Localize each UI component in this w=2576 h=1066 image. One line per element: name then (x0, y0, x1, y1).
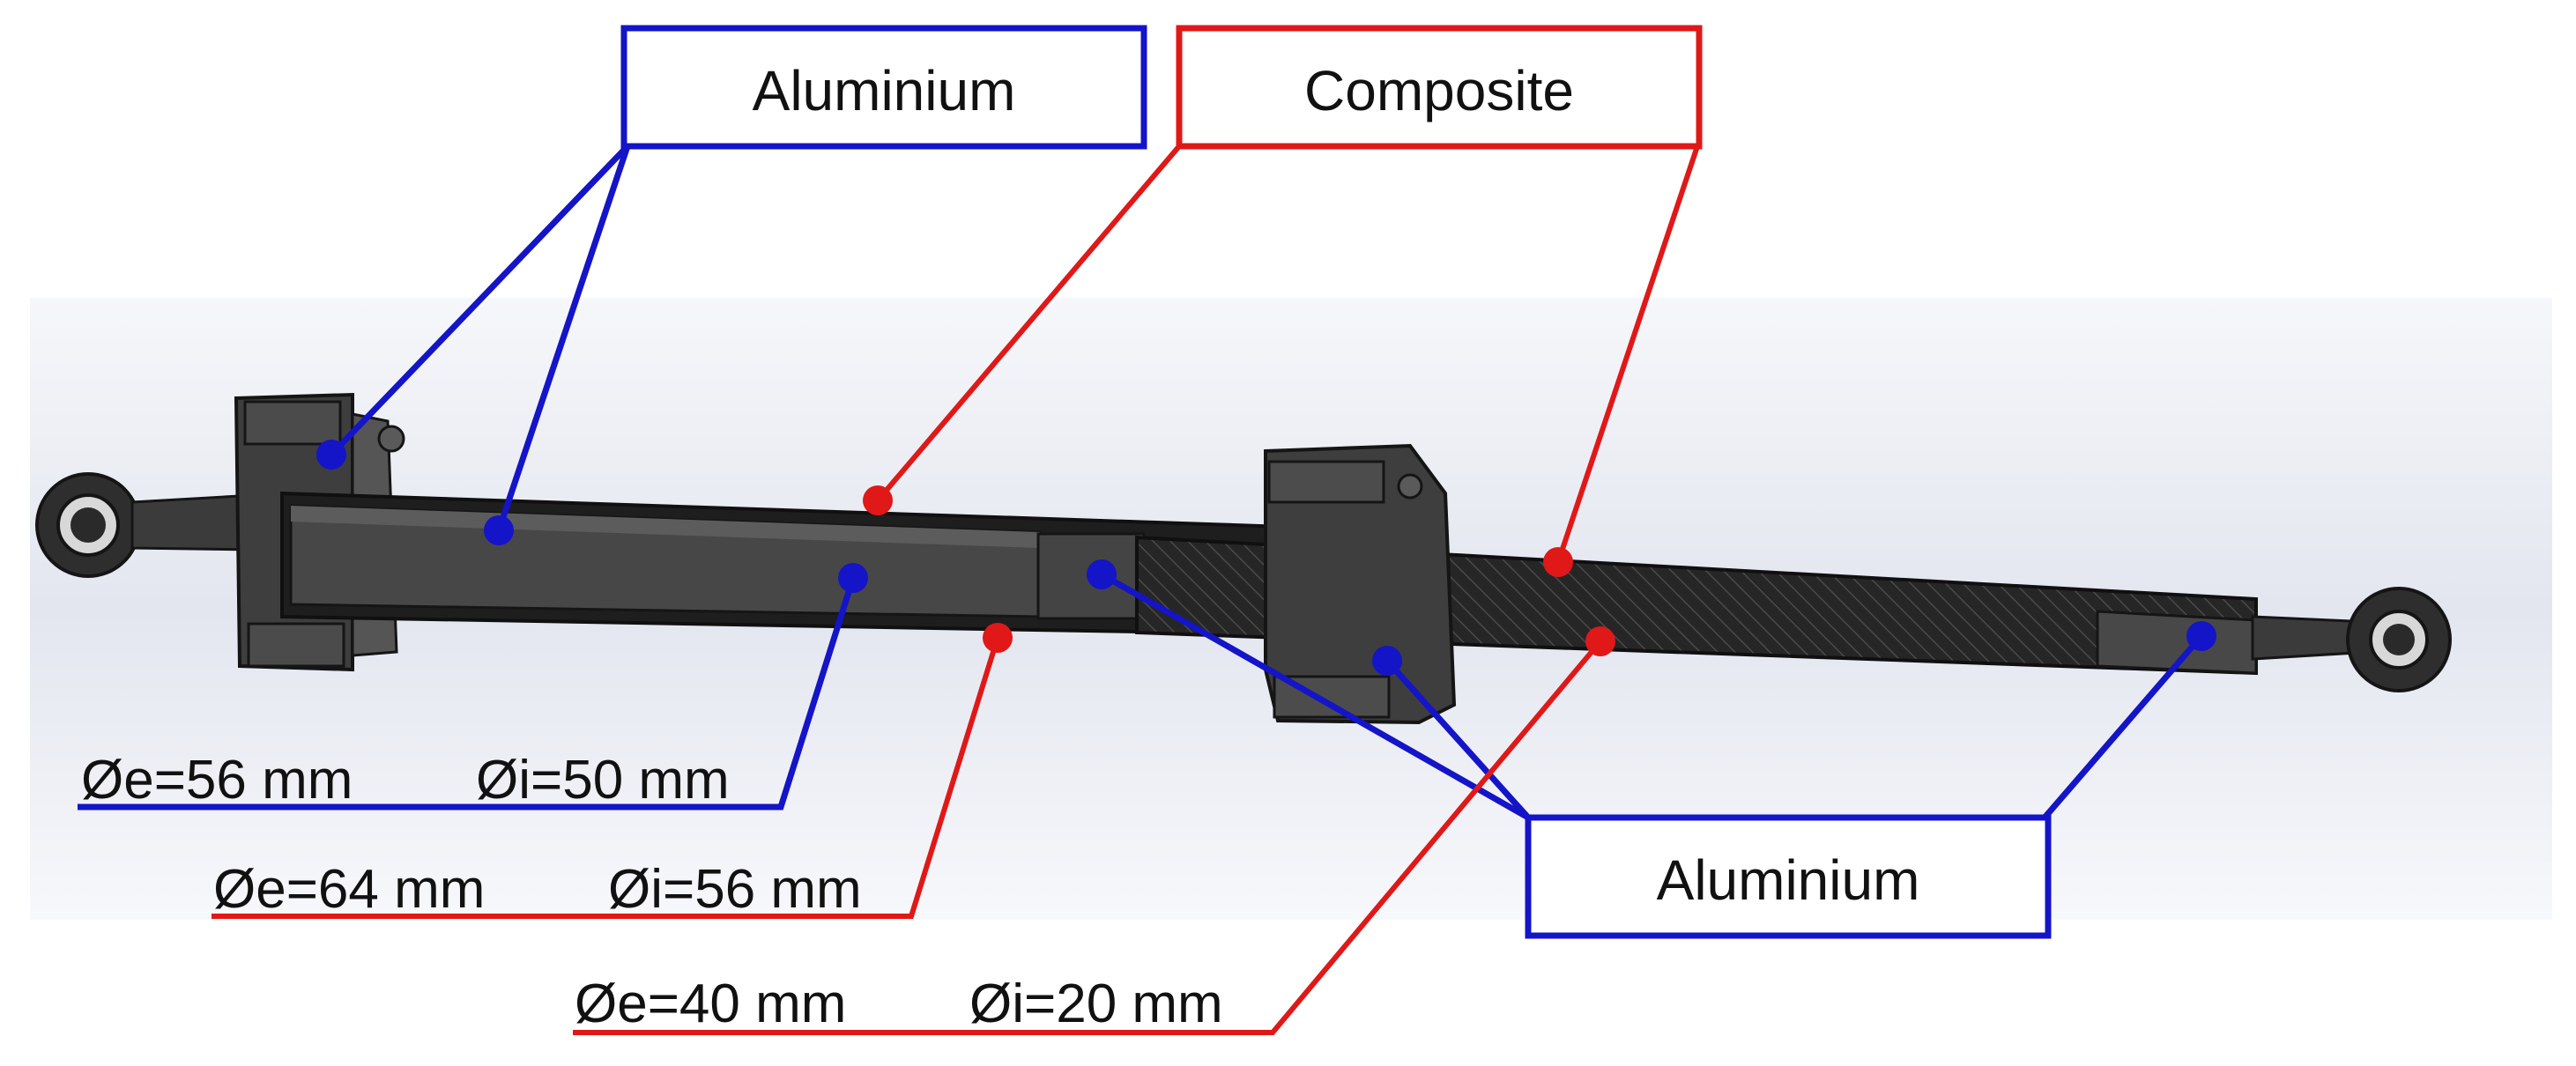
left-rod-end (35, 472, 257, 578)
aluminium-top-label: Aluminium (620, 25, 1147, 150)
aluminium-bottom-label: Aluminium (1525, 814, 2052, 939)
composite-top-label: Composite (1176, 25, 1703, 150)
right-aluminium-end (2096, 610, 2258, 675)
dim-1-outer: Øe=56 mm (81, 750, 353, 811)
composite-top-text: Composite (1304, 59, 1574, 122)
composite-leaders (212, 144, 1700, 1035)
dim-2-inner: Øi=56 mm (608, 859, 862, 920)
dim-2-outer: Øe=64 mm (213, 859, 485, 920)
strut-assembly (35, 392, 2452, 725)
dimension-composite-outer-tube: Øe=64 mm Øi=56 mm (213, 859, 862, 920)
dimension-composite-core: Øe=40 mm Øi=20 mm (575, 973, 1223, 1034)
composite-markers (863, 485, 1615, 656)
dimension-aluminium-tube: Øe=56 mm Øi=50 mm (81, 750, 730, 811)
dim-3-inner: Øi=20 mm (969, 973, 1223, 1034)
right-rod-end (2346, 587, 2452, 692)
aluminium-bottom-text: Aluminium (1657, 848, 1920, 912)
aluminium-leaders (78, 144, 2204, 821)
aluminium-top-text: Aluminium (753, 59, 1016, 122)
aluminium-markers (316, 440, 2216, 676)
dim-3-outer: Øe=40 mm (575, 973, 846, 1034)
dim-1-inner: Øi=50 mm (476, 750, 730, 811)
